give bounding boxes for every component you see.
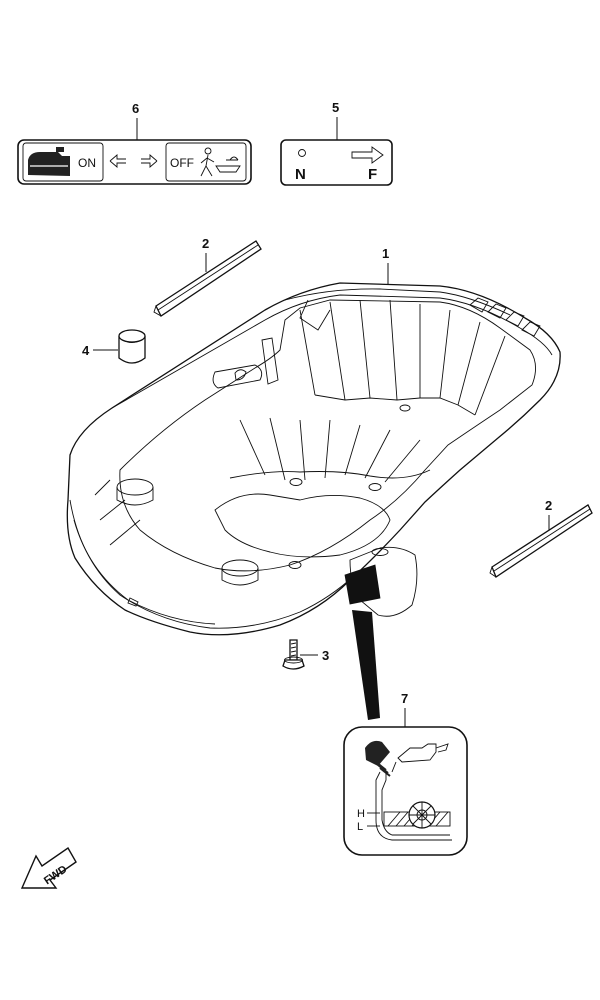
grommet-part[interactable] <box>118 329 146 364</box>
trim-strip-right[interactable] <box>489 504 593 578</box>
callout-4-number: 4 <box>82 343 90 358</box>
callout-5: 5 <box>332 100 339 140</box>
callout-2-top: 2 <box>202 236 209 272</box>
pointer-arrow <box>352 610 380 720</box>
trim-strip-top[interactable] <box>153 240 262 317</box>
fwd-arrow: FWD <box>20 846 77 889</box>
oil-can-icon <box>391 743 449 773</box>
h-label: H <box>357 808 365 820</box>
callout-6: 6 <box>132 101 139 140</box>
walking-person-icon <box>200 147 241 177</box>
dipstick-icon <box>365 740 452 841</box>
callout-6-number: 6 <box>132 101 139 116</box>
l-label: L <box>357 821 363 833</box>
callout-2-right: 2 <box>545 498 552 530</box>
callout-7-number: 7 <box>401 691 408 706</box>
neutral-indicator-icon <box>298 149 306 157</box>
decal-oil-level[interactable]: H L <box>343 726 468 856</box>
callout-4: 4 <box>82 343 118 358</box>
double-arrow-icon <box>109 154 158 168</box>
lower-cover-part[interactable] <box>66 282 561 636</box>
callout-3: 3 <box>300 648 329 663</box>
bolt-part[interactable] <box>282 639 305 670</box>
callout-2-top-number: 2 <box>202 236 209 251</box>
callout-1-number: 1 <box>382 246 389 261</box>
decal-on-off[interactable]: ON OFF <box>17 139 252 185</box>
f-label: F <box>368 166 377 183</box>
fuel-tank-icon <box>28 147 70 176</box>
n-label: N <box>295 166 306 183</box>
on-label: ON <box>78 156 96 170</box>
gear-icon <box>408 801 436 829</box>
decal-n-f[interactable]: N F <box>280 139 393 186</box>
callout-7: 7 <box>401 691 408 727</box>
callout-3-number: 3 <box>322 648 329 663</box>
callout-2-right-number: 2 <box>545 498 552 513</box>
off-label: OFF <box>170 156 194 170</box>
callout-5-number: 5 <box>332 100 339 115</box>
callout-1: 1 <box>382 246 389 287</box>
arrow-right-icon <box>351 146 384 164</box>
